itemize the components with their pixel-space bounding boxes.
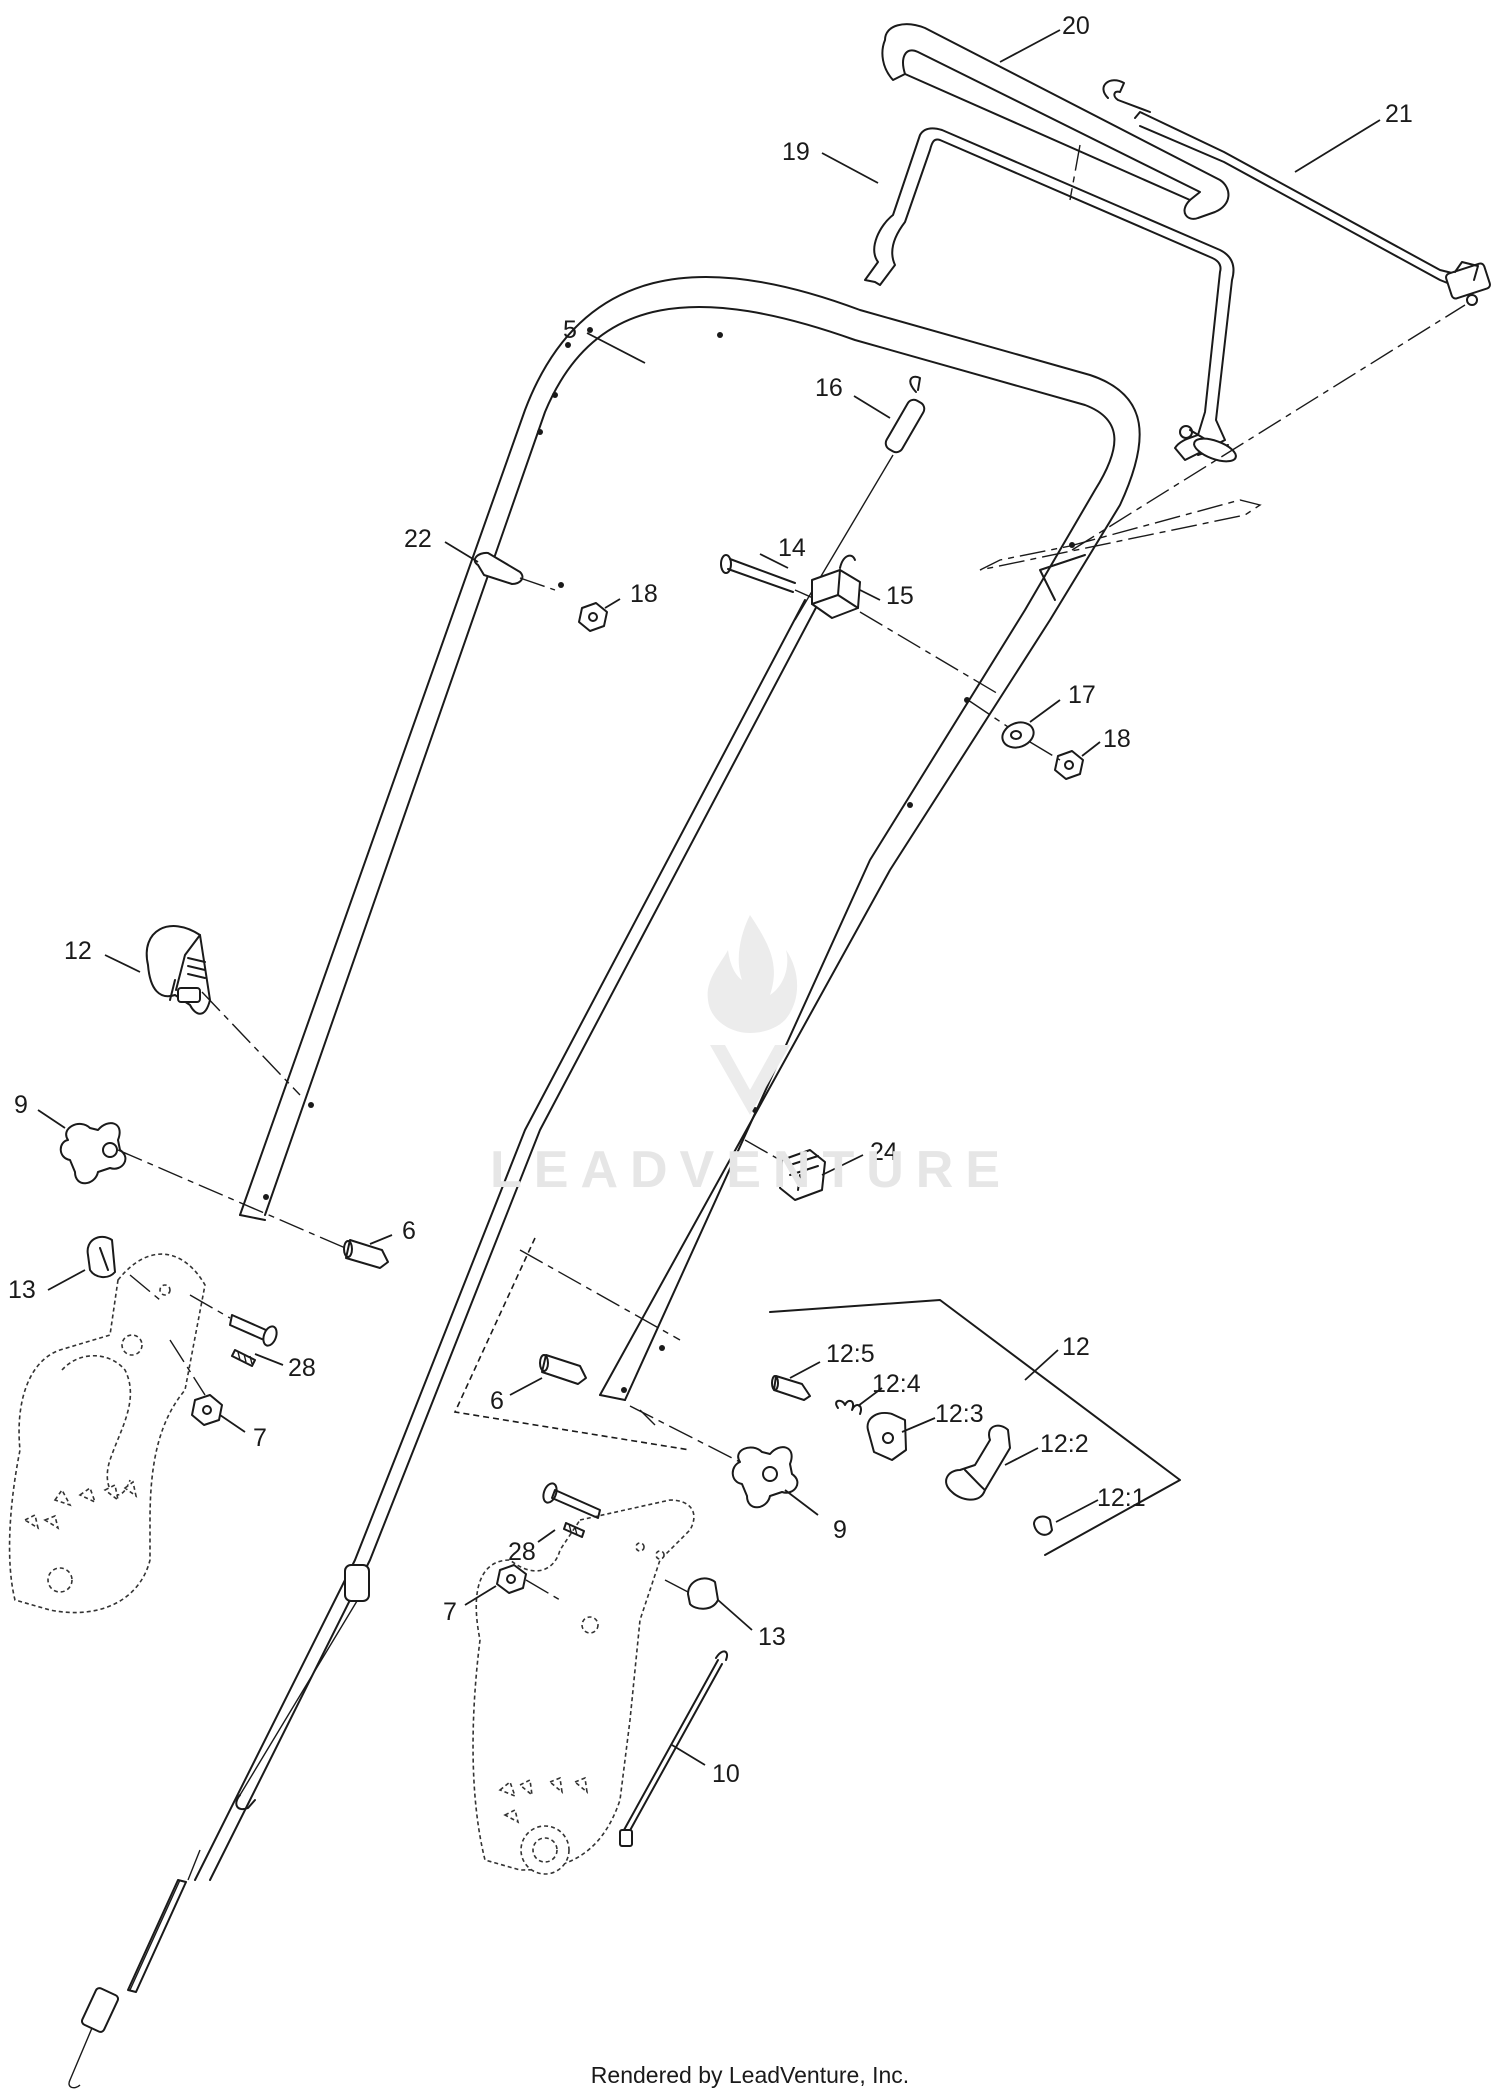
callout-14: 14 bbox=[778, 534, 806, 562]
part-13-cap-right bbox=[664, 1577, 719, 1610]
callout-13-left: 13 bbox=[8, 1276, 36, 1304]
callout-5: 5 bbox=[563, 316, 577, 344]
part-18-nut-upper bbox=[578, 602, 608, 632]
callout-24: 24 bbox=[870, 1138, 898, 1166]
part-9-star-knob-left bbox=[59, 1122, 351, 1251]
callout-17: 17 bbox=[1068, 681, 1096, 709]
part-10-cable-tie bbox=[619, 1650, 728, 1847]
callout-20: 20 bbox=[1062, 12, 1090, 40]
callout-12-left: 12 bbox=[64, 937, 92, 965]
part-20-handle-grip bbox=[881, 23, 1230, 220]
part-18-nut-lower bbox=[1054, 750, 1084, 780]
part-6-pin-right bbox=[519, 1249, 681, 1385]
callout-12-5: 12:5 bbox=[826, 1340, 875, 1368]
part-19-bail-bar bbox=[864, 127, 1237, 463]
callout-6-left: 6 bbox=[402, 1217, 416, 1245]
part-6-pin-left bbox=[343, 1239, 389, 1269]
part-13-cap-left bbox=[86, 1235, 116, 1278]
callout-12-group: 12 bbox=[1062, 1333, 1090, 1361]
callout-12-1: 12:1 bbox=[1097, 1484, 1146, 1512]
part-12-2-lever bbox=[945, 1424, 1011, 1501]
part-12-1-cap bbox=[1033, 1515, 1053, 1536]
right-side-plate bbox=[472, 1499, 695, 1875]
leadventure-flame-logo bbox=[707, 915, 798, 1115]
callout-12-2: 12:2 bbox=[1040, 1430, 1089, 1458]
callout-15: 15 bbox=[886, 582, 914, 610]
callout-28-left: 28 bbox=[288, 1354, 316, 1382]
part-9-star-knob-right bbox=[629, 1405, 799, 1509]
callout-19: 19 bbox=[782, 138, 810, 166]
part-12-4-spring bbox=[835, 1399, 862, 1415]
part-21-control-rod bbox=[1102, 79, 1491, 306]
part-12-group-bracket bbox=[453, 1237, 1181, 1556]
callout-18-upper: 18 bbox=[630, 580, 658, 608]
part-22-cable-clip bbox=[473, 551, 556, 591]
callout-9-right: 9 bbox=[833, 1516, 847, 1544]
part-17-spacer bbox=[1001, 721, 1035, 749]
part-24-cable-guide bbox=[744, 1139, 826, 1201]
callout-10: 10 bbox=[712, 1760, 740, 1788]
callout-9-left: 9 bbox=[14, 1091, 28, 1119]
callout-13-right: 13 bbox=[758, 1623, 786, 1651]
callout-6-right: 6 bbox=[490, 1387, 504, 1415]
part-5-upper-handle bbox=[239, 275, 1141, 1401]
callout-21: 21 bbox=[1385, 100, 1413, 128]
callout-7-right: 7 bbox=[443, 1598, 457, 1626]
callout-22: 22 bbox=[404, 525, 432, 553]
leader-lines bbox=[37, 29, 1381, 1766]
part-28-bolt-right bbox=[542, 1482, 601, 1538]
part-12-handle-adjuster-left bbox=[145, 925, 301, 1096]
callout-28-right: 28 bbox=[508, 1538, 536, 1566]
left-side-plate bbox=[8, 1253, 206, 1614]
callout-18-lower: 18 bbox=[1103, 725, 1131, 753]
part-28-bolt-left bbox=[189, 1294, 278, 1367]
part-12-3-housing bbox=[866, 1412, 907, 1461]
part-7-nut-left bbox=[191, 1394, 223, 1426]
watermark-text: LEADVENTURE bbox=[490, 1141, 1013, 1199]
callout-12-3: 12:3 bbox=[935, 1400, 984, 1428]
callout-12-4: 12:4 bbox=[872, 1370, 921, 1398]
part-12-5-pin bbox=[771, 1375, 811, 1401]
render-credit: Rendered by LeadVenture, Inc. bbox=[590, 2062, 910, 2088]
callout-labels: 20 21 19 5 16 22 18 14 15 17 18 12 9 24 … bbox=[8, 12, 1413, 1788]
cable-assembly bbox=[68, 599, 821, 2089]
part-15-cable-bracket bbox=[811, 554, 861, 619]
callout-16: 16 bbox=[815, 374, 843, 402]
part-7-nut-right bbox=[496, 1564, 561, 1601]
callout-7-left: 7 bbox=[253, 1424, 267, 1452]
